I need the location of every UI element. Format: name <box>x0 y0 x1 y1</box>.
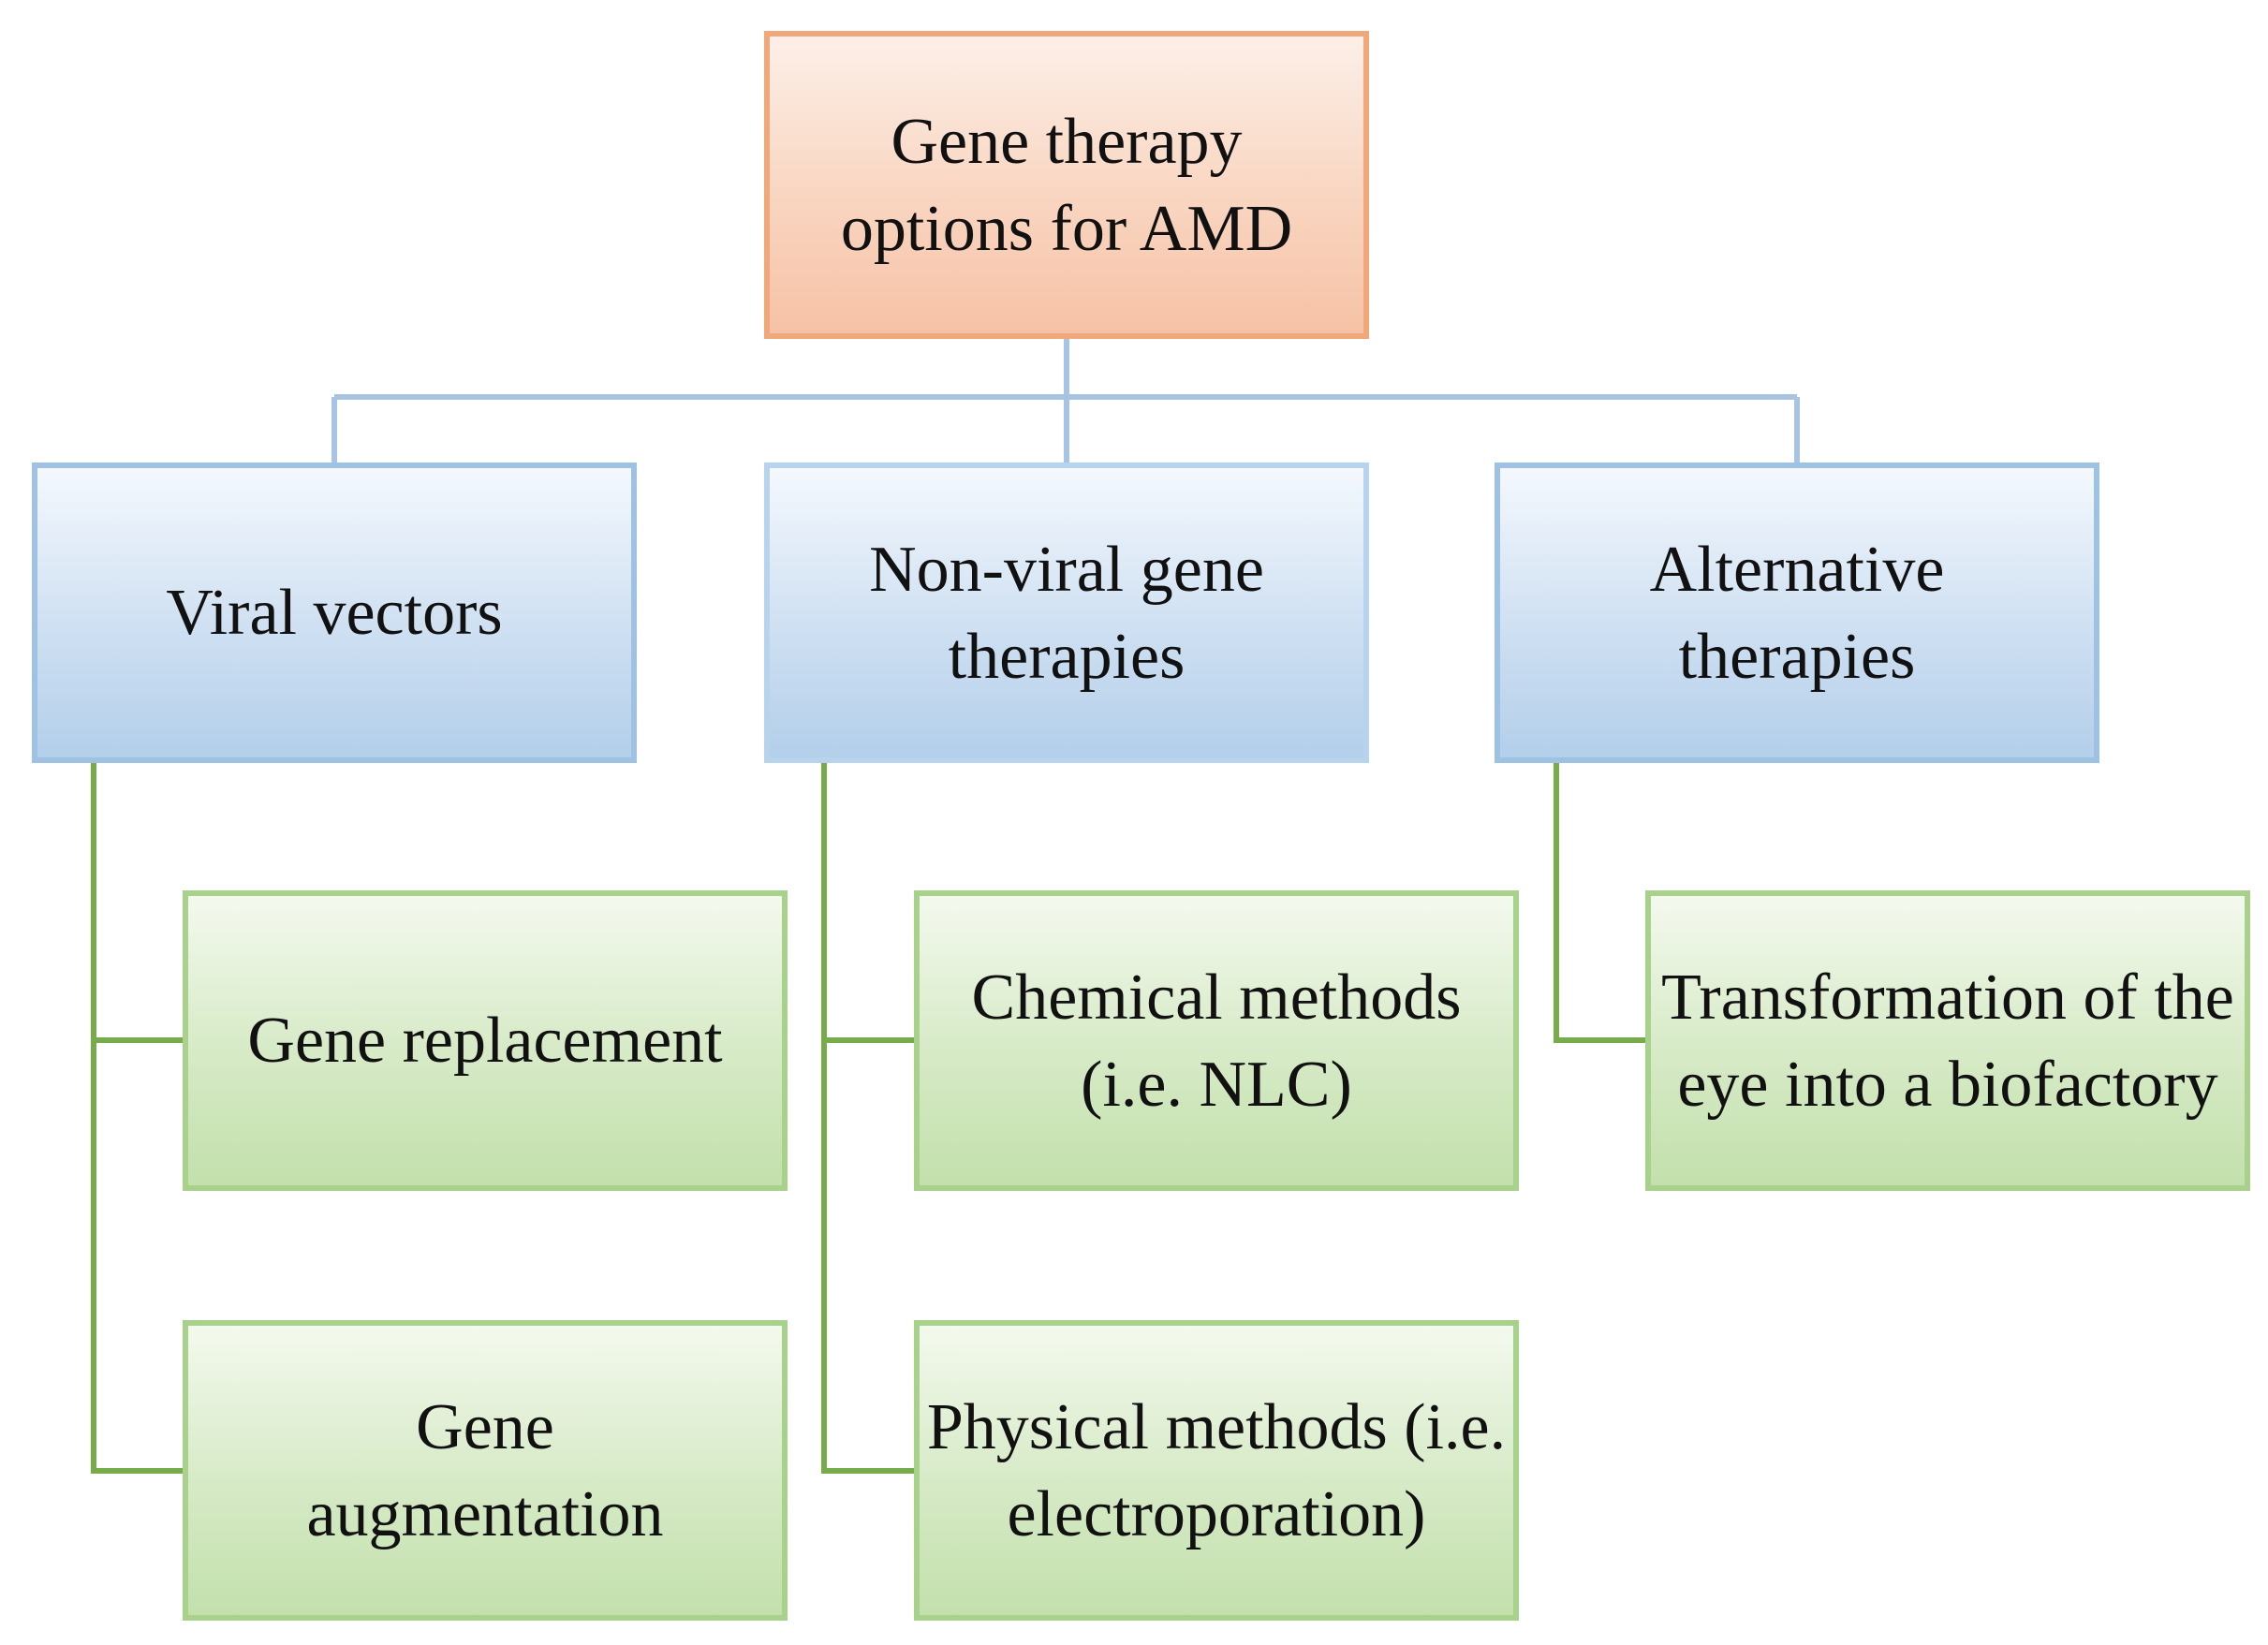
category-label: Alternative therapies <box>1649 533 1945 693</box>
subitem-gene-replacement: Gene replacement <box>183 890 788 1191</box>
connector-nonviral-to-physical <box>821 1040 914 1474</box>
subitem-label: Transformation of the eye into a biofact… <box>1661 961 2234 1121</box>
category-non-viral-gene-therapies: Non-viral gene therapies <box>764 463 1369 763</box>
subitem-eye-biofactory: Transformation of the eye into a biofact… <box>1645 890 2250 1191</box>
subitem-label: Physical methods (i.e. electroporation) <box>926 1390 1507 1550</box>
root-node: Gene therapy options for AMD <box>764 31 1369 339</box>
root-node-label: Gene therapy options for AMD <box>840 105 1293 265</box>
subitem-label: Chemical methods (i.e. NLC) <box>971 961 1462 1121</box>
category-viral-vectors: Viral vectors <box>32 463 637 763</box>
subitem-chemical-methods: Chemical methods (i.e. NLC) <box>914 890 1519 1191</box>
subitem-label: Gene augmentation <box>306 1390 664 1550</box>
category-label: Non-viral gene therapies <box>869 533 1264 693</box>
connector-viral-to-gene-augmentation <box>91 1040 183 1474</box>
subitem-gene-augmentation: Gene augmentation <box>183 1320 788 1621</box>
subitem-physical-methods: Physical methods (i.e. electroporation) <box>914 1320 1519 1621</box>
connector-alternative-to-biofactory <box>1554 763 1645 1043</box>
connector-nonviral-to-chemical <box>821 763 914 1043</box>
category-alternative-therapies: Alternative therapies <box>1495 463 2099 763</box>
connector-viral-to-gene-replacement <box>91 763 183 1043</box>
category-label: Viral vectors <box>166 577 503 649</box>
subitem-label: Gene replacement <box>247 1005 723 1077</box>
